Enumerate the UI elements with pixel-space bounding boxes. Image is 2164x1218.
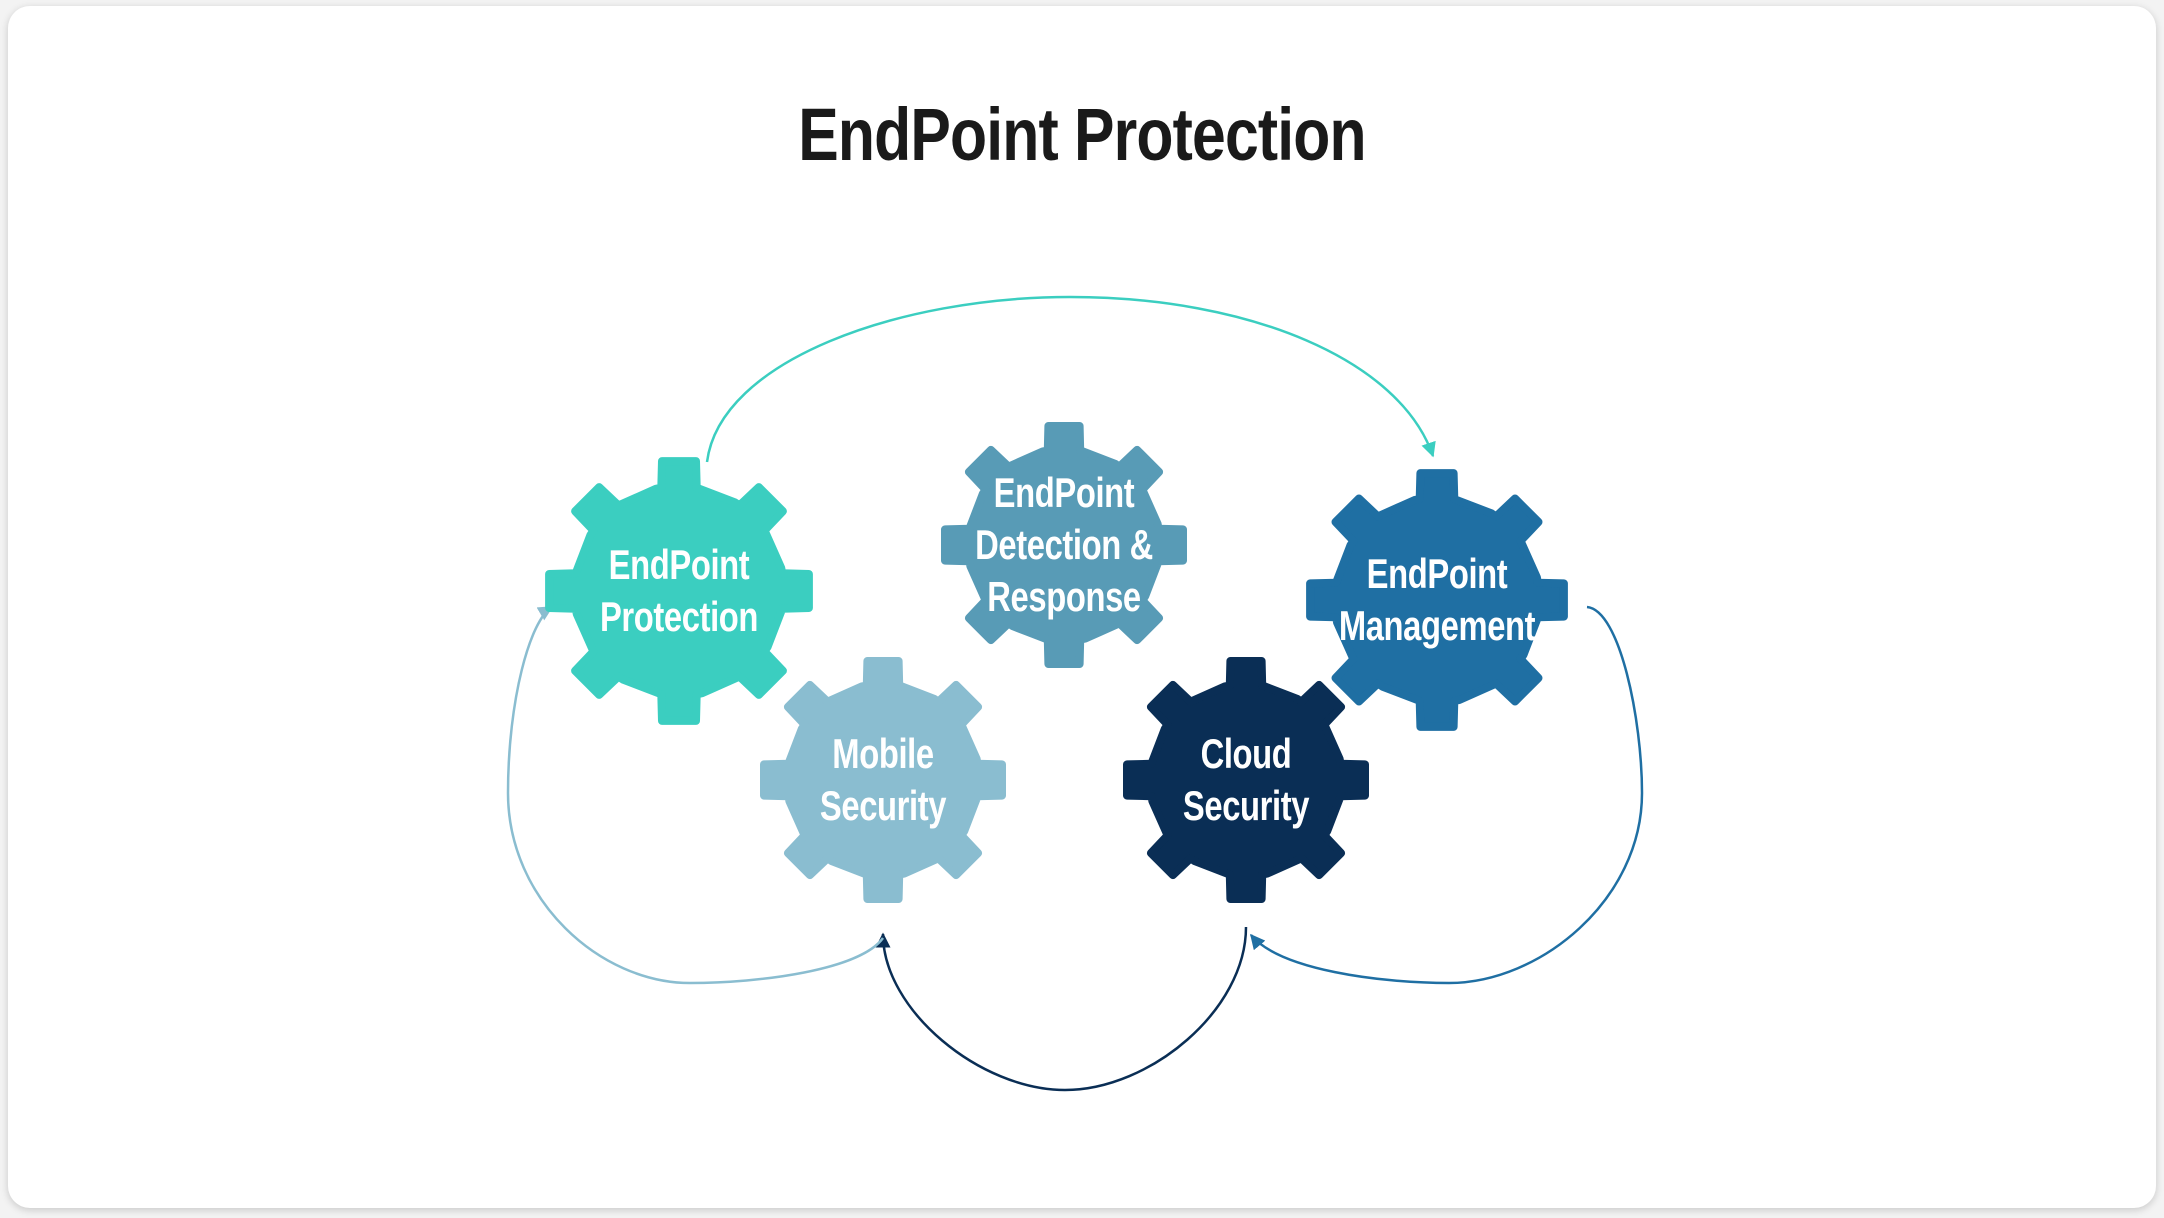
gear-edr <box>941 422 1187 668</box>
gear-label-line: EndPoint <box>1366 550 1508 597</box>
arrow-mobile-security-to-endpoint-protection <box>506 605 885 985</box>
gear-endpoint-management <box>1306 469 1568 731</box>
arrow-cloud-security-to-mobile-security <box>875 926 1248 1092</box>
gear-label-line: Management <box>1338 602 1536 649</box>
gear-label-line: Detection & <box>975 521 1153 568</box>
gear-label-line: Protection <box>599 593 759 640</box>
gear-label-line: EndPoint <box>993 469 1135 516</box>
gear-label-line: Response <box>987 573 1141 620</box>
arrow-endpoint-protection-to-endpoint-management <box>705 295 1436 463</box>
gear-endpoint-protection <box>545 457 813 725</box>
gear-cloud-security <box>1123 657 1369 903</box>
gear-label-line: Security <box>819 782 947 829</box>
gear-label-line: Cloud <box>1200 730 1292 777</box>
arrow-endpoint-management-to-cloud-security <box>1250 605 1644 985</box>
gear-label-line: Security <box>1182 782 1310 829</box>
gear-mobile-security <box>760 657 1006 903</box>
page-title: EndPoint Protection <box>798 93 1366 176</box>
gear-label-line: EndPoint <box>608 541 750 588</box>
gear-label-line: Mobile <box>832 730 934 777</box>
